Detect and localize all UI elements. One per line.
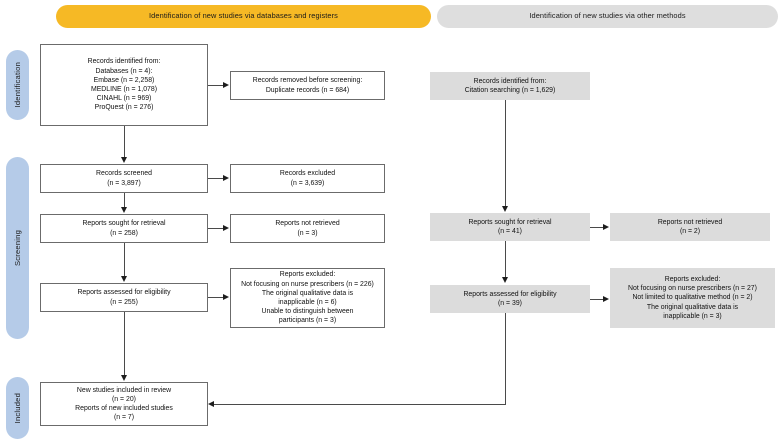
stage-pill-identification: Identification [6,50,29,120]
connector-assessed-to-included [124,312,125,376]
box-reports-assessed-for-eligibility-text: Reports assessed for eligibility (n = 25… [77,289,171,306]
connector-sought-to-not-retrieved [208,228,224,229]
box-reports-not-retrieved: Reports not retrieved (n = 3) [230,214,385,243]
arrowhead-assessed-to-included [120,375,127,381]
box-other-reports-sought-for-retrieval-text: Reports sought for retrieval (n = 41) [468,218,552,235]
box-records-identified-citation-searching: Records identified from: Citation search… [430,72,590,100]
arrowhead-citation-to-sought [501,206,508,212]
box-records-removed-before-screening-text: Records removed before screening: Duplic… [252,77,363,94]
box-other-reports-excluded-text: Reports excluded: Not focusing on nurse … [628,276,757,320]
box-records-identified-databases-text: Records identified from: Databases (n = … [87,58,161,112]
box-reports-assessed-for-eligibility: Reports assessed for eligibility (n = 25… [40,283,208,312]
connector-identified-to-removed [208,85,224,86]
connector-other-assessed-to-included-horizontal [214,404,506,405]
connector-other-sought-to-assessed [505,241,506,278]
box-other-reports-sought-for-retrieval: Reports sought for retrieval (n = 41) [430,213,590,241]
arrowhead-other-assessed-to-included [208,400,214,407]
arrowhead-other-sought-to-not-retrieved [603,223,609,230]
stage-pill-screening-label: Screening [13,230,22,266]
stage-pill-identification-label: Identification [13,62,22,108]
column-header-other-methods-label: Identification of new studies via other … [529,11,686,21]
arrowhead-sought-to-assessed [120,276,127,282]
connector-other-assessed-to-included-vertical [505,313,506,405]
arrowhead-sought-to-not-retrieved [223,224,229,231]
box-reports-sought-for-retrieval: Reports sought for retrieval (n = 258) [40,214,208,243]
arrowhead-screened-to-sought [120,207,127,213]
column-header-databases: Identification of new studies via databa… [56,5,431,28]
box-reports-excluded-text: Reports excluded: Not focusing on nurse … [241,271,374,325]
box-other-reports-excluded: Reports excluded: Not focusing on nurse … [610,268,775,328]
box-new-studies-included-in-review: New studies included in review (n = 20) … [40,382,208,426]
box-reports-excluded: Reports excluded: Not focusing on nurse … [230,268,385,328]
connector-assessed-to-excluded [208,297,224,298]
box-reports-not-retrieved-text: Reports not retrieved (n = 3) [275,220,340,237]
connector-sought-to-assessed [124,243,125,277]
connector-identified-to-screened [124,126,125,158]
connector-screened-to-excluded [208,178,224,179]
box-new-studies-included-in-review-text: New studies included in review (n = 20) … [75,386,173,422]
box-other-reports-assessed-for-eligibility: Reports assessed for eligibility (n = 39… [430,285,590,313]
column-header-databases-label: Identification of new studies via databa… [149,11,338,21]
box-other-reports-assessed-for-eligibility-text: Reports assessed for eligibility (n = 39… [463,290,557,307]
arrowhead-other-sought-to-assessed [501,277,508,283]
arrowhead-assessed-to-excluded [223,293,229,300]
box-other-reports-not-retrieved-text: Reports not retrieved (n = 2) [657,218,723,235]
stage-pill-screening: Screening [6,157,29,339]
box-records-excluded: Records excluded (n = 3,639) [230,164,385,193]
box-other-reports-not-retrieved: Reports not retrieved (n = 2) [610,213,770,241]
arrowhead-identified-to-screened [120,157,127,163]
box-records-screened-text: Records screened (n = 3,897) [96,170,152,187]
arrowhead-screened-to-excluded [223,174,229,181]
connector-other-sought-to-not-retrieved [590,227,604,228]
box-records-identified-databases: Records identified from: Databases (n = … [40,44,208,126]
stage-pill-included: Included [6,377,29,439]
arrowhead-identified-to-removed [223,81,229,88]
box-records-screened: Records screened (n = 3,897) [40,164,208,193]
connector-citation-to-sought [505,100,506,207]
stage-pill-included-label: Included [13,392,22,424]
box-reports-sought-for-retrieval-text: Reports sought for retrieval (n = 258) [82,220,166,237]
box-records-identified-citation-searching-text: Records identified from: Citation search… [464,77,556,94]
connector-other-assessed-to-excluded [590,299,604,300]
connector-screened-to-sought [124,193,125,208]
box-records-excluded-text: Records excluded (n = 3,639) [279,170,336,187]
arrowhead-other-assessed-to-excluded [603,295,609,302]
column-header-other-methods: Identification of new studies via other … [437,5,778,28]
box-records-removed-before-screening: Records removed before screening: Duplic… [230,71,385,100]
